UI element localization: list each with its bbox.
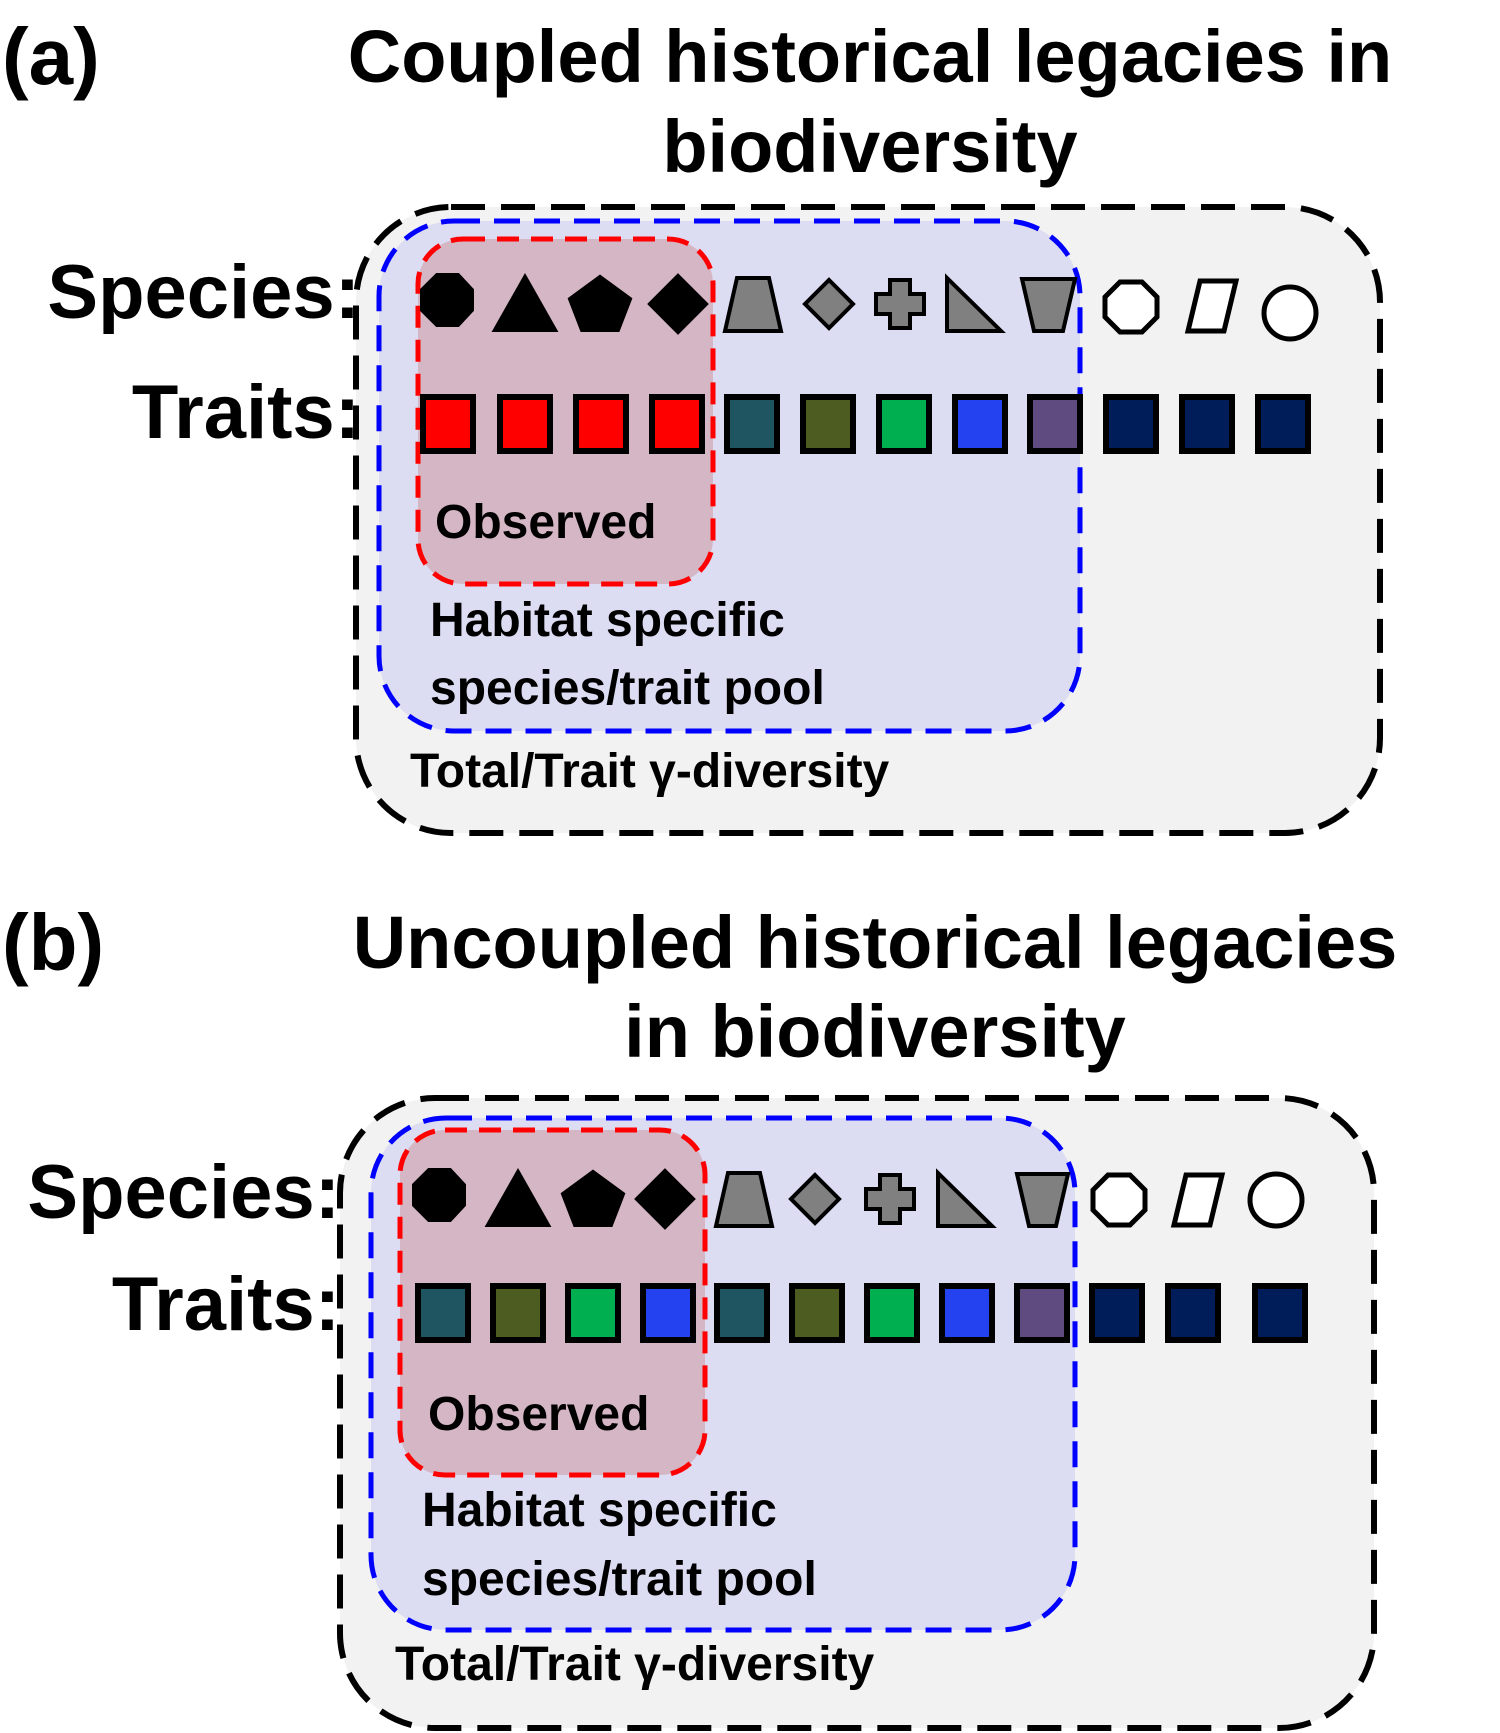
trait-swatch: [1165, 1283, 1221, 1343]
diamond-species-icon: [647, 273, 709, 335]
panel-a-letter: (a): [2, 12, 100, 101]
panel-b-observed-box: [397, 1127, 708, 1478]
panel-b-traits-row: [415, 1283, 1308, 1343]
panel-b-total-label: Total/Trait γ-diversity: [395, 1638, 875, 1691]
parallelogram-species-icon: [1184, 278, 1240, 334]
panel-a-species-row: [420, 272, 1319, 342]
trapezoid-species-icon: [722, 276, 784, 333]
inverted-trapezoid-species-icon: [1019, 277, 1078, 333]
panel-b-letter: (b): [2, 898, 104, 987]
trait-swatch: [864, 1283, 920, 1343]
circle-species-icon: [1247, 1171, 1305, 1229]
trait-swatch: [490, 1283, 546, 1343]
trait-swatch: [1179, 394, 1235, 454]
panel-a-title-line1: Coupled historical legacies in: [348, 15, 1393, 98]
trait-swatch: [565, 1283, 621, 1343]
octagon-outline-species-icon: [1102, 279, 1160, 335]
panel-a-observed-label: Observed: [435, 496, 656, 549]
pentagon-species-icon: [567, 274, 633, 332]
panel-b-pool-label-line1: Habitat specific: [422, 1484, 777, 1537]
panel-a-traits-row: [420, 394, 1311, 454]
trait-swatch: [1255, 394, 1311, 454]
panel-a-total-label: Total/Trait γ-diversity: [410, 745, 890, 798]
panel-a: (a) Coupled historical legacies in biodi…: [2, 12, 1393, 836]
parallelogram-species-icon: [1170, 1172, 1226, 1228]
trait-swatch: [789, 1283, 845, 1343]
panel-b-traits-label: Traits:: [112, 1262, 340, 1347]
panel-b-title-line2: in biodiversity: [624, 990, 1126, 1073]
octagon-outline-species-icon: [1090, 1172, 1148, 1228]
pentagon-species-icon: [560, 1169, 626, 1227]
panel-a-observed-box: [415, 236, 716, 587]
trapezoid-species-icon: [713, 1171, 775, 1228]
trait-swatch: [415, 1283, 471, 1343]
cross-species-icon: [874, 278, 926, 330]
panel-a-pool-label-line2: species/trait pool: [430, 662, 825, 715]
trait-swatch: [1027, 394, 1083, 454]
trait-swatch: [640, 1283, 696, 1343]
trait-swatch: [497, 394, 553, 454]
trait-swatch: [420, 394, 476, 454]
cross-species-icon: [864, 1173, 916, 1225]
trait-swatch: [876, 394, 932, 454]
panel-b-species-label: Species:: [27, 1150, 340, 1235]
trait-swatch: [1089, 1283, 1145, 1343]
trait-swatch: [724, 394, 780, 454]
diamond-grey-species-icon: [788, 1172, 842, 1226]
right-triangle-species-icon: [945, 273, 1006, 333]
trait-swatch: [1014, 1283, 1070, 1343]
inverted-trapezoid-species-icon: [1014, 1172, 1071, 1228]
octagon-species-icon: [412, 1168, 466, 1222]
trait-swatch: [573, 394, 629, 454]
octagon-species-icon: [420, 273, 474, 327]
panel-b-pool-label-line2: species/trait pool: [422, 1553, 817, 1606]
triangle-species-icon: [491, 272, 559, 332]
panel-b: (b) Uncoupled historical legacies in bio…: [2, 898, 1398, 1731]
panel-a-traits-label: Traits:: [132, 370, 360, 455]
trait-swatch: [714, 1283, 770, 1343]
panel-a-pool-label-line1: Habitat specific: [430, 594, 785, 647]
trait-swatch: [939, 1283, 995, 1343]
triangle-species-icon: [484, 1167, 552, 1227]
panel-a-title-line2: biodiversity: [662, 105, 1077, 188]
trait-swatch: [649, 394, 705, 454]
diamond-species-icon: [634, 1168, 696, 1230]
diamond-grey-species-icon: [802, 277, 856, 331]
panel-b-title-line1: Uncoupled historical legacies: [353, 901, 1398, 984]
trait-swatch: [1103, 394, 1159, 454]
trait-swatch: [952, 394, 1008, 454]
trait-swatch: [1252, 1283, 1308, 1343]
panel-b-observed-label: Observed: [428, 1388, 649, 1441]
trait-swatch: [800, 394, 856, 454]
circle-species-icon: [1261, 284, 1319, 342]
panel-a-species-label: Species:: [47, 250, 360, 335]
panel-b-species-row: [412, 1167, 1305, 1230]
right-triangle-species-icon: [936, 1168, 997, 1228]
